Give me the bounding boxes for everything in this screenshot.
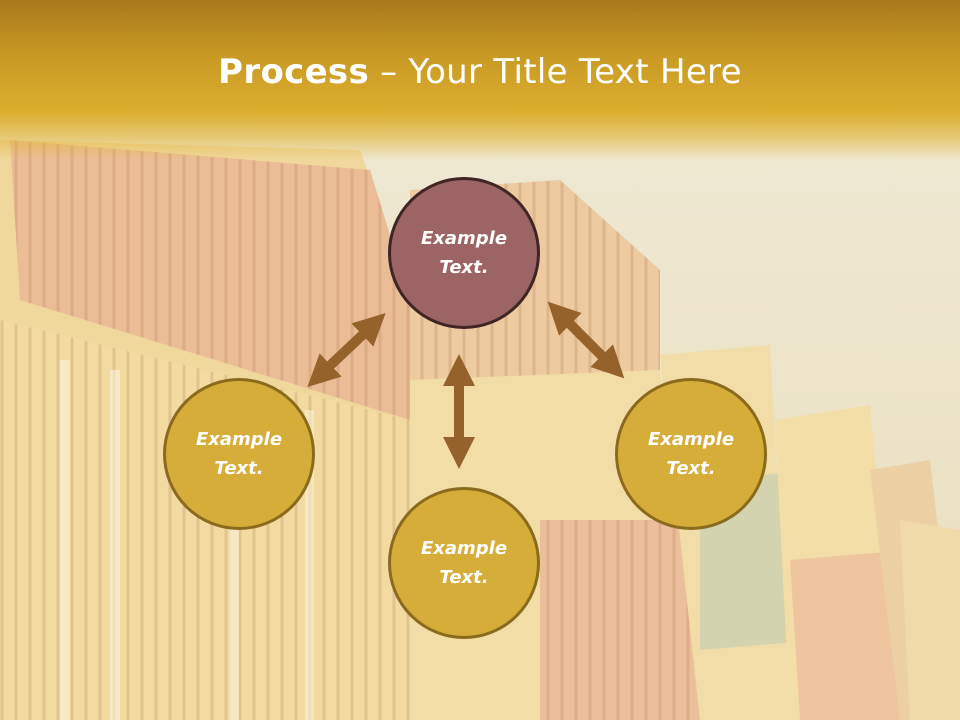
- title-rest: – Your Title Text Here: [369, 52, 742, 92]
- node-top-label: Example Text.: [420, 228, 508, 278]
- slide-title: Process – Your Title Text Here: [0, 52, 960, 92]
- process-node-bottom: Example Text.: [388, 487, 540, 639]
- process-node-top: Example Text.: [388, 177, 540, 329]
- title-bold: Process: [218, 52, 370, 92]
- arrow-top-right: [547, 301, 625, 379]
- title-banner: [0, 0, 960, 160]
- node-bottom-label: Example Text.: [420, 538, 508, 588]
- arrow-top-left: [307, 313, 386, 387]
- node-right-label: Example Text.: [647, 429, 735, 479]
- node-left-label: Example Text.: [195, 429, 283, 479]
- process-node-left: Example Text.: [163, 378, 315, 530]
- process-node-right: Example Text.: [615, 378, 767, 530]
